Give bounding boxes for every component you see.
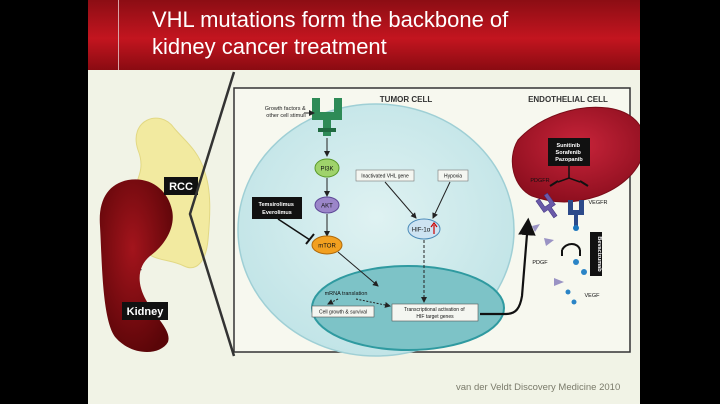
temsirolimus-label: Temsirolimus <box>259 202 294 208</box>
pdgf-label: PDGF <box>532 260 548 266</box>
growth-factor-receptor <box>312 98 342 136</box>
tumor-cell-label: TUMOR CELL <box>380 95 433 104</box>
right-letterbox <box>640 0 720 404</box>
vhl-to-hif-arrow <box>384 181 417 219</box>
akt-node <box>314 196 340 214</box>
mrna-translation-label: mRNA translation <box>325 291 368 297</box>
cell-growth-box <box>311 305 375 318</box>
transcription-box <box>391 303 479 322</box>
hif-up-arrow-icon <box>430 222 438 234</box>
endothelial-cell-label: ENDOTHELIAL CELL <box>528 95 608 104</box>
hypoxia-to-hif-arrow <box>432 181 451 219</box>
tki-inhibit-vegfr <box>579 180 589 187</box>
vegf-ligand-2 <box>581 269 587 275</box>
title-line-2: kidney cancer treatment <box>152 34 387 59</box>
vegfr-label: VEGFR <box>589 200 608 206</box>
secretion-arrow <box>480 217 536 316</box>
slide-title: VHL mutations form the backbone of kidne… <box>152 6 632 60</box>
vegf-ligand-1 <box>573 259 579 265</box>
mtor-inhibition-bar <box>305 233 315 245</box>
translation-to-transcription-arrow <box>355 298 391 308</box>
pdgfr-receptor <box>535 192 558 219</box>
bevacizumab-label: Bevacizumab <box>596 236 602 272</box>
mtor-to-translation-arrow <box>337 251 379 287</box>
growth-factors-line-1: Growth factors & <box>265 106 306 112</box>
growth-factors-label: Growth factors & other cell stimuli <box>265 106 308 119</box>
mtor-label: mTOR <box>318 244 336 250</box>
transcription-line-2: HIF target genes <box>416 314 454 320</box>
hif-label: HIF-1α <box>412 228 431 234</box>
bevacizumab-box <box>590 232 602 276</box>
pdgf-ligand-1 <box>544 238 554 246</box>
vegf-ligand-3 <box>565 289 571 295</box>
translation-to-growth-arrow <box>327 298 339 305</box>
mtor-inhibitor-box <box>252 197 302 219</box>
pdgfr-label: PDGFR <box>530 178 549 184</box>
rcc-label-box <box>164 177 198 195</box>
pazopanib-label: Pazopanib <box>555 157 583 163</box>
pdgf-ligand-2 <box>532 224 540 232</box>
kidney-label: Kidney <box>127 306 165 318</box>
vegfr-receptor <box>568 200 584 231</box>
sorafenib-label: Sorafenib <box>556 150 582 156</box>
citation: van der Veldt Discovery Medicine 2010 <box>456 382 621 393</box>
bevacizumab-antibody <box>561 243 581 256</box>
title-line-1: VHL mutations form the backbone of <box>152 7 509 32</box>
kidney-shape <box>99 179 173 353</box>
header-divider <box>118 0 119 70</box>
mtor-inhibitor-label: Temsirolimus Everolimus <box>259 202 296 216</box>
pdgf-ligand-3 <box>554 278 564 286</box>
growth-factors-line-2: other cell stimuli <box>266 113 305 119</box>
pi3k-node <box>314 158 340 178</box>
transcription-label: Transcriptional activation of HIF target… <box>404 307 466 320</box>
left-letterbox <box>0 0 88 404</box>
tki-label: Sunitinib Sorafenib Pazopanib <box>555 143 583 163</box>
rcc-label: RCC <box>169 181 193 193</box>
pathway-diagram: RCC Kidney TUMOR CELL ENDOTHELIAL CELL G… <box>99 71 640 357</box>
mtor-node <box>311 235 343 255</box>
akt-label: AKT <box>321 204 333 210</box>
zoom-callout <box>188 71 236 357</box>
vhl-gene-label: Inactivated VHL gene <box>361 174 409 180</box>
tki-inhibit-pdgfr <box>549 180 559 187</box>
slide: VHL mutations form the backbone of kidne… <box>88 0 640 404</box>
kidney-label-box <box>122 302 168 320</box>
hypoxia-box <box>437 169 469 182</box>
vegf-ligand-4 <box>571 299 577 305</box>
hypoxia-label: Hypoxia <box>444 174 462 180</box>
everolimus-label: Everolimus <box>262 210 292 216</box>
sunitinib-label: Sunitinib <box>556 143 580 149</box>
pi3k-label: PI3K <box>320 167 333 173</box>
transcription-line-1: Transcriptional activation of <box>404 307 465 313</box>
cell-growth-label: Cell growth & survival <box>319 310 367 316</box>
slide-header: VHL mutations form the backbone of kidne… <box>88 0 640 70</box>
hif-node <box>407 218 441 240</box>
vhl-gene-box <box>355 169 415 182</box>
tki-bar-left <box>557 177 581 183</box>
vegf-label: VEGF <box>585 293 601 299</box>
mtor-inhibition-line <box>277 218 311 241</box>
tki-box <box>548 138 590 166</box>
